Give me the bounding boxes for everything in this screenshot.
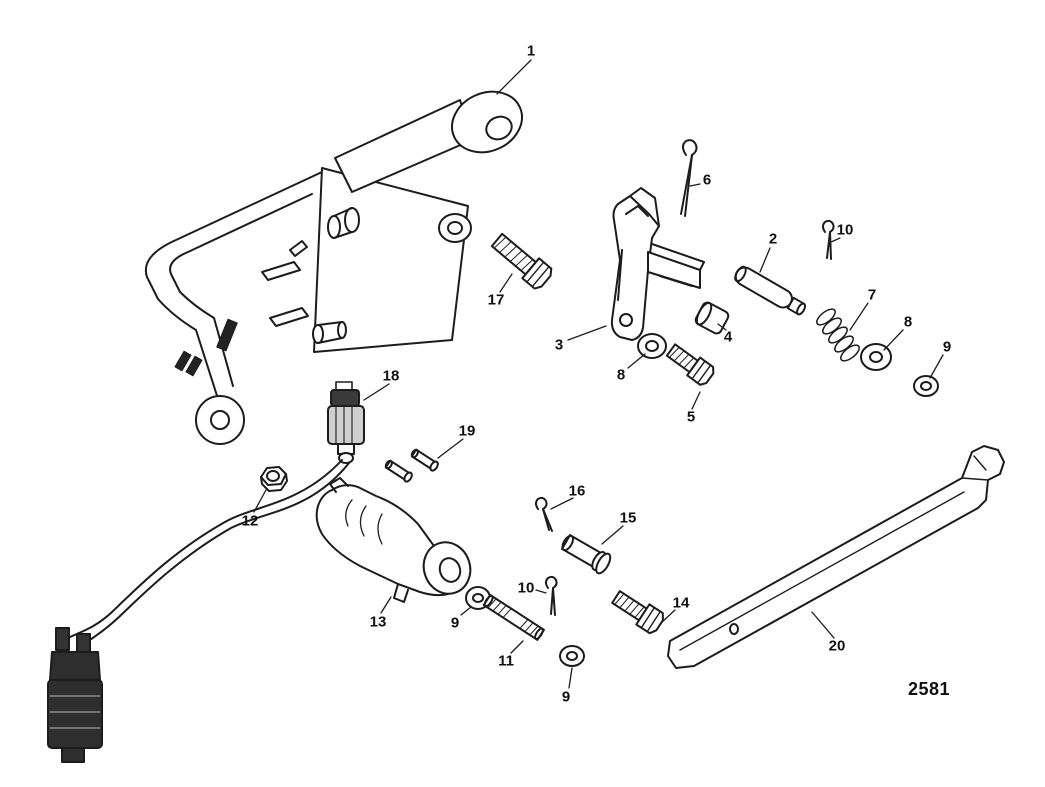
part-20-shift-rail-drawing <box>667 445 1005 669</box>
part-10-top-cotter-pin-drawing <box>822 219 835 260</box>
callout-part-7: 7 <box>867 286 877 304</box>
part-17-bolt-drawing <box>490 232 553 290</box>
callout-part-20: 20 <box>828 637 846 655</box>
callout-part-6: 6 <box>702 171 712 189</box>
callout-part-10-top: 10 <box>836 221 854 239</box>
callout-part-11: 11 <box>498 652 514 670</box>
part-18-solenoid-drawing <box>327 381 365 464</box>
callout-part-3: 3 <box>554 336 564 354</box>
part-7-spring-drawing <box>816 308 860 362</box>
callout-part-8-right: 8 <box>903 313 913 331</box>
part-2-shaft-drawing <box>734 265 807 316</box>
callout-part-13: 13 <box>369 613 387 631</box>
part-19-screws-drawing <box>384 448 439 483</box>
leader-lines <box>253 59 944 689</box>
callout-part-8-left: 8 <box>616 366 626 384</box>
part-5-bolt-drawing <box>665 343 715 386</box>
callout-part-2: 2 <box>768 230 778 248</box>
part-16-cotter-pin-drawing <box>535 496 553 532</box>
part-15-pin-drawing <box>561 534 612 575</box>
part-8-left-washer-drawing <box>637 333 667 359</box>
callout-part-5: 5 <box>686 408 696 426</box>
part-12-nut-drawing <box>260 466 288 492</box>
callout-part-10-bottom: 10 <box>517 579 535 597</box>
part-6-cotter-pin-drawing <box>680 139 698 217</box>
part-11-stud-drawing <box>482 593 545 641</box>
callout-part-14: 14 <box>672 594 690 612</box>
callout-part-16: 16 <box>568 482 586 500</box>
drawing-number: 2581 <box>907 679 951 699</box>
callout-part-1: 1 <box>526 42 536 60</box>
part-13-actuator-drawing <box>315 477 472 603</box>
callout-part-9-bottom: 9 <box>561 688 571 706</box>
part-3-shift-lever-drawing <box>610 187 705 341</box>
callout-part-9-mid: 9 <box>450 614 460 632</box>
callout-part-4: 4 <box>723 328 733 346</box>
part-14-bolt-drawing <box>611 590 664 635</box>
part-10-bottom-cotter-pin-drawing <box>545 575 558 616</box>
wire-connector-drawing <box>47 627 103 763</box>
part-8-right-washer-drawing <box>860 343 892 371</box>
callout-part-17: 17 <box>487 291 505 309</box>
part-9-bottom-washer-drawing <box>559 645 585 667</box>
callout-part-12: 12 <box>241 512 259 530</box>
callout-part-19: 19 <box>458 422 476 440</box>
wire-harness-drawing <box>67 459 350 645</box>
callout-part-9-right: 9 <box>942 338 952 356</box>
callout-part-18: 18 <box>382 367 400 385</box>
callout-part-15: 15 <box>619 509 637 527</box>
part-1-bracket-drawing <box>144 90 523 445</box>
part-9-right-washer-drawing <box>913 375 939 397</box>
